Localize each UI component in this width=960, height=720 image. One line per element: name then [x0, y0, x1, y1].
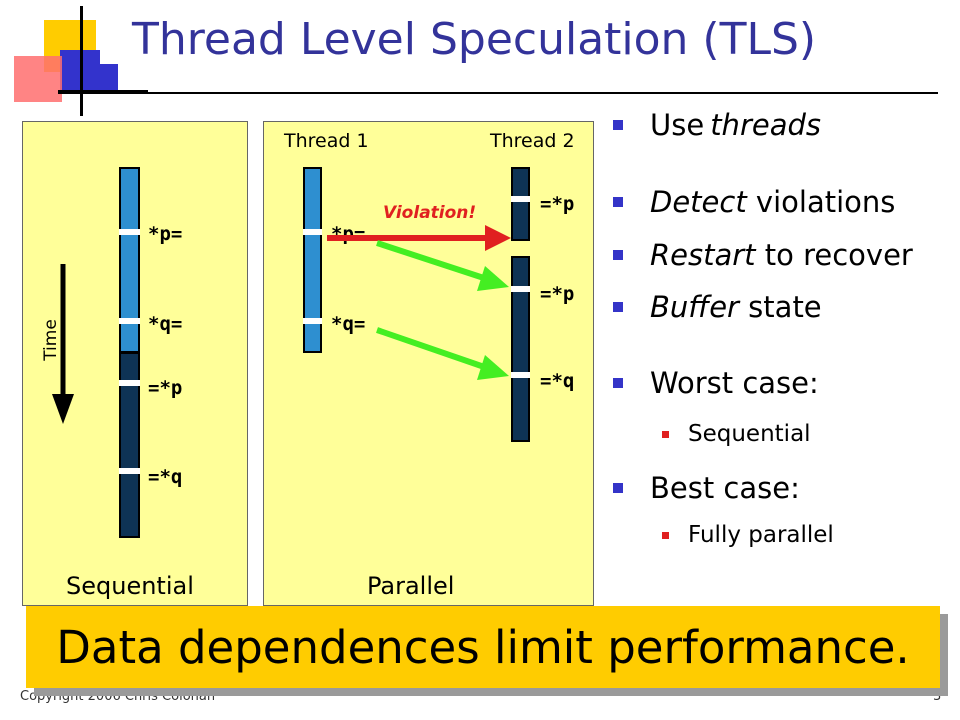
sub-bullet-fully-parallel: Fully parallel — [662, 522, 834, 548]
sequential-bar-segment-1 — [119, 167, 140, 353]
tick — [511, 286, 530, 292]
sub-bullet-marker — [662, 430, 669, 438]
violation-label: Violation! — [383, 203, 477, 223]
t2-op-load-p-2: =*p — [540, 283, 575, 305]
green-arrow-p — [376, 240, 509, 291]
thread2-label: Thread 2 — [490, 130, 575, 152]
sequential-label: Sequential — [66, 572, 194, 600]
time-arrow — [52, 264, 74, 424]
tick — [119, 468, 140, 474]
sequential-bar-segment-2 — [119, 352, 140, 538]
tick — [119, 318, 140, 324]
t2-op-load-p-1: =*p — [540, 193, 575, 215]
sub-bullet-marker — [662, 531, 669, 539]
bullet-worst-case: Worst case: — [613, 366, 819, 400]
thread2-bar-restarted — [511, 256, 530, 442]
seq-op-load-p: =*p — [148, 377, 183, 399]
bullet-marker — [613, 197, 623, 207]
emphasis: Restart — [650, 238, 756, 272]
title-divider — [58, 92, 938, 94]
tick — [511, 372, 530, 378]
tick — [303, 229, 322, 235]
dependency-arrows — [327, 225, 511, 380]
tick — [303, 318, 322, 324]
parallel-label: Parallel — [367, 572, 455, 600]
bullet-best-case: Best case: — [613, 471, 800, 505]
t2-op-load-q: =*q — [540, 370, 575, 392]
thread1-bar — [303, 167, 322, 353]
bullet-restart: Restart to recover — [613, 238, 913, 272]
seq-op-load-q: =*q — [148, 466, 183, 488]
violation-arrow — [327, 225, 511, 251]
bullet-marker — [613, 483, 623, 493]
green-arrow-q — [376, 327, 509, 380]
thread1-label: Thread 1 — [284, 130, 369, 152]
page-title: Thread Level Speculation (TLS) — [132, 14, 817, 65]
tick — [511, 196, 530, 202]
seq-op-store-p: *p= — [148, 223, 183, 245]
bullet-use-threads: Use threads — [613, 108, 821, 142]
bullet-detect: Detect violations — [613, 185, 895, 219]
bullet-marker — [613, 250, 623, 260]
seq-op-store-q: *q= — [148, 313, 183, 335]
emphasis: threads — [710, 108, 821, 142]
tick — [119, 229, 140, 235]
emphasis: Buffer — [650, 290, 739, 324]
t1-op-store-q: *q= — [331, 313, 366, 335]
bullet-marker — [613, 120, 623, 130]
tick — [119, 380, 140, 386]
takeaway-banner: Data dependences limit performance. — [26, 606, 940, 688]
bullet-marker — [613, 378, 623, 388]
footer-page-number: 3 — [933, 689, 942, 704]
bullet-buffer: Buffer state — [613, 290, 822, 324]
thread2-bar-aborted — [511, 167, 530, 241]
bullet-marker — [613, 302, 623, 312]
sub-bullet-sequential: Sequential — [662, 421, 811, 447]
emphasis: Detect — [650, 185, 747, 219]
